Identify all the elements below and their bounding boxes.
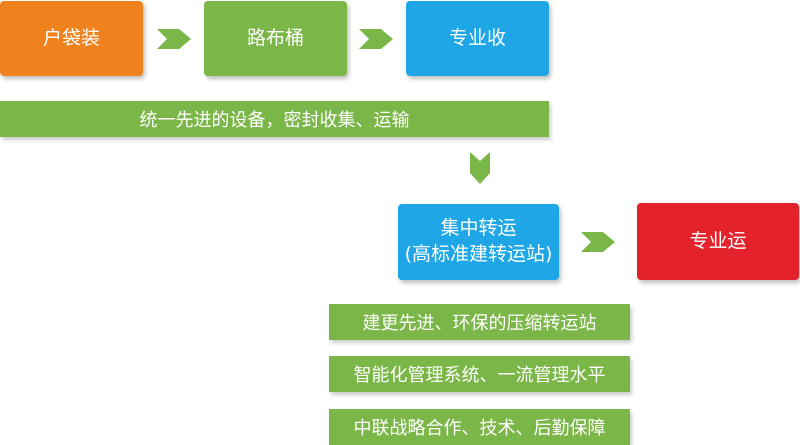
equipment-banner: 统一先进的设备，密封收集、运输 <box>0 101 549 137</box>
step-specialized-collection-label: 专业收 <box>448 26 506 49</box>
equipment-banner-text: 统一先进的设备，密封收集、运输 <box>139 110 410 131</box>
step-specialized-collection: 专业收 <box>406 1 549 76</box>
feature-item-text: 智能化管理系统、一流管理水平 <box>353 365 606 386</box>
step-roadside-bin: 路布桶 <box>204 1 347 76</box>
step-household-bag-label: 户袋装 <box>42 26 100 49</box>
step-centralized-transfer-line1: 集中转运 <box>440 217 517 240</box>
step-specialized-transport-label: 专业运 <box>689 229 747 252</box>
feature-item-text: 建更先进、环保的压缩转运站 <box>362 313 597 334</box>
step-household-bag: 户袋装 <box>0 1 143 76</box>
step-roadside-bin-label: 路布桶 <box>246 26 304 49</box>
right-arrow-icon <box>581 232 615 252</box>
step-centralized-transfer-line2: (高标准建转运站) <box>404 243 553 265</box>
right-arrow-icon <box>157 29 191 49</box>
feature-item: 中联战略合作、技术、后勤保障 <box>329 409 630 445</box>
down-arrow-icon <box>470 152 490 184</box>
step-centralized-transfer: 集中转运 (高标准建转运站) <box>398 204 559 280</box>
step-specialized-transport: 专业运 <box>637 203 799 280</box>
feature-item: 建更先进、环保的压缩转运站 <box>329 304 630 340</box>
feature-item-text: 中联战略合作、技术、后勤保障 <box>353 418 606 439</box>
right-arrow-icon <box>359 29 393 49</box>
feature-item: 智能化管理系统、一流管理水平 <box>329 356 630 392</box>
